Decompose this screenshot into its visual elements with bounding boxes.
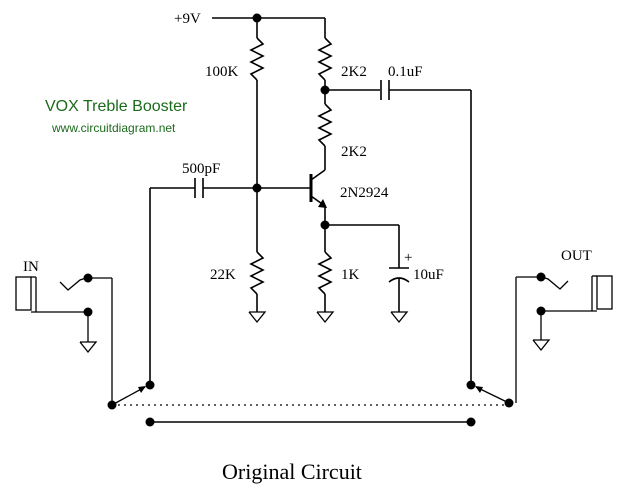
resistor-2k2-top-label: 2K2 (341, 64, 367, 80)
capacitor-500pf (149, 178, 262, 385)
capacitor-0.1uf-label: 0.1uF (388, 64, 423, 80)
ground-symbol (316, 311, 335, 324)
capacitor-500pf-label: 500pF (182, 161, 220, 177)
input-jack-label: IN (23, 259, 39, 275)
transistor-2n2924 (257, 169, 327, 225)
resistor-22k (249, 188, 265, 312)
website-label: www.circuitdiagram.net (51, 121, 176, 135)
resistor-2k2-top (317, 37, 333, 95)
output-jack-label: OUT (561, 248, 592, 264)
resistor-2k2-mid (317, 90, 333, 170)
ground-symbol (390, 311, 409, 324)
resistor-1k-label: 1K (341, 267, 360, 283)
emitter-node (320, 220, 400, 268)
resistor-100k (249, 37, 265, 188)
input-jack (15, 273, 113, 405)
diagram-title: VOX Treble Booster (45, 98, 188, 115)
supply-rail (212, 13, 326, 38)
capacitor-10uf (388, 267, 410, 312)
capacitor-10uf-label: 10uF (413, 267, 444, 283)
resistor-1k (317, 225, 333, 312)
resistor-22k-label: 22K (210, 267, 236, 283)
bypass-switch (107, 380, 514, 427)
resistor-100k-label: 100K (205, 64, 239, 80)
supply-voltage-label: +9V (174, 11, 201, 27)
transistor-label: 2N2924 (340, 185, 389, 201)
output-jack (515, 272, 613, 403)
ground-symbol (248, 311, 267, 324)
diagram-caption: Original Circuit (222, 459, 362, 484)
capacitor-10uf-polarity: + (404, 250, 412, 266)
capacitor-0.1uf (325, 80, 472, 385)
resistor-2k2-mid-label: 2K2 (341, 144, 367, 160)
